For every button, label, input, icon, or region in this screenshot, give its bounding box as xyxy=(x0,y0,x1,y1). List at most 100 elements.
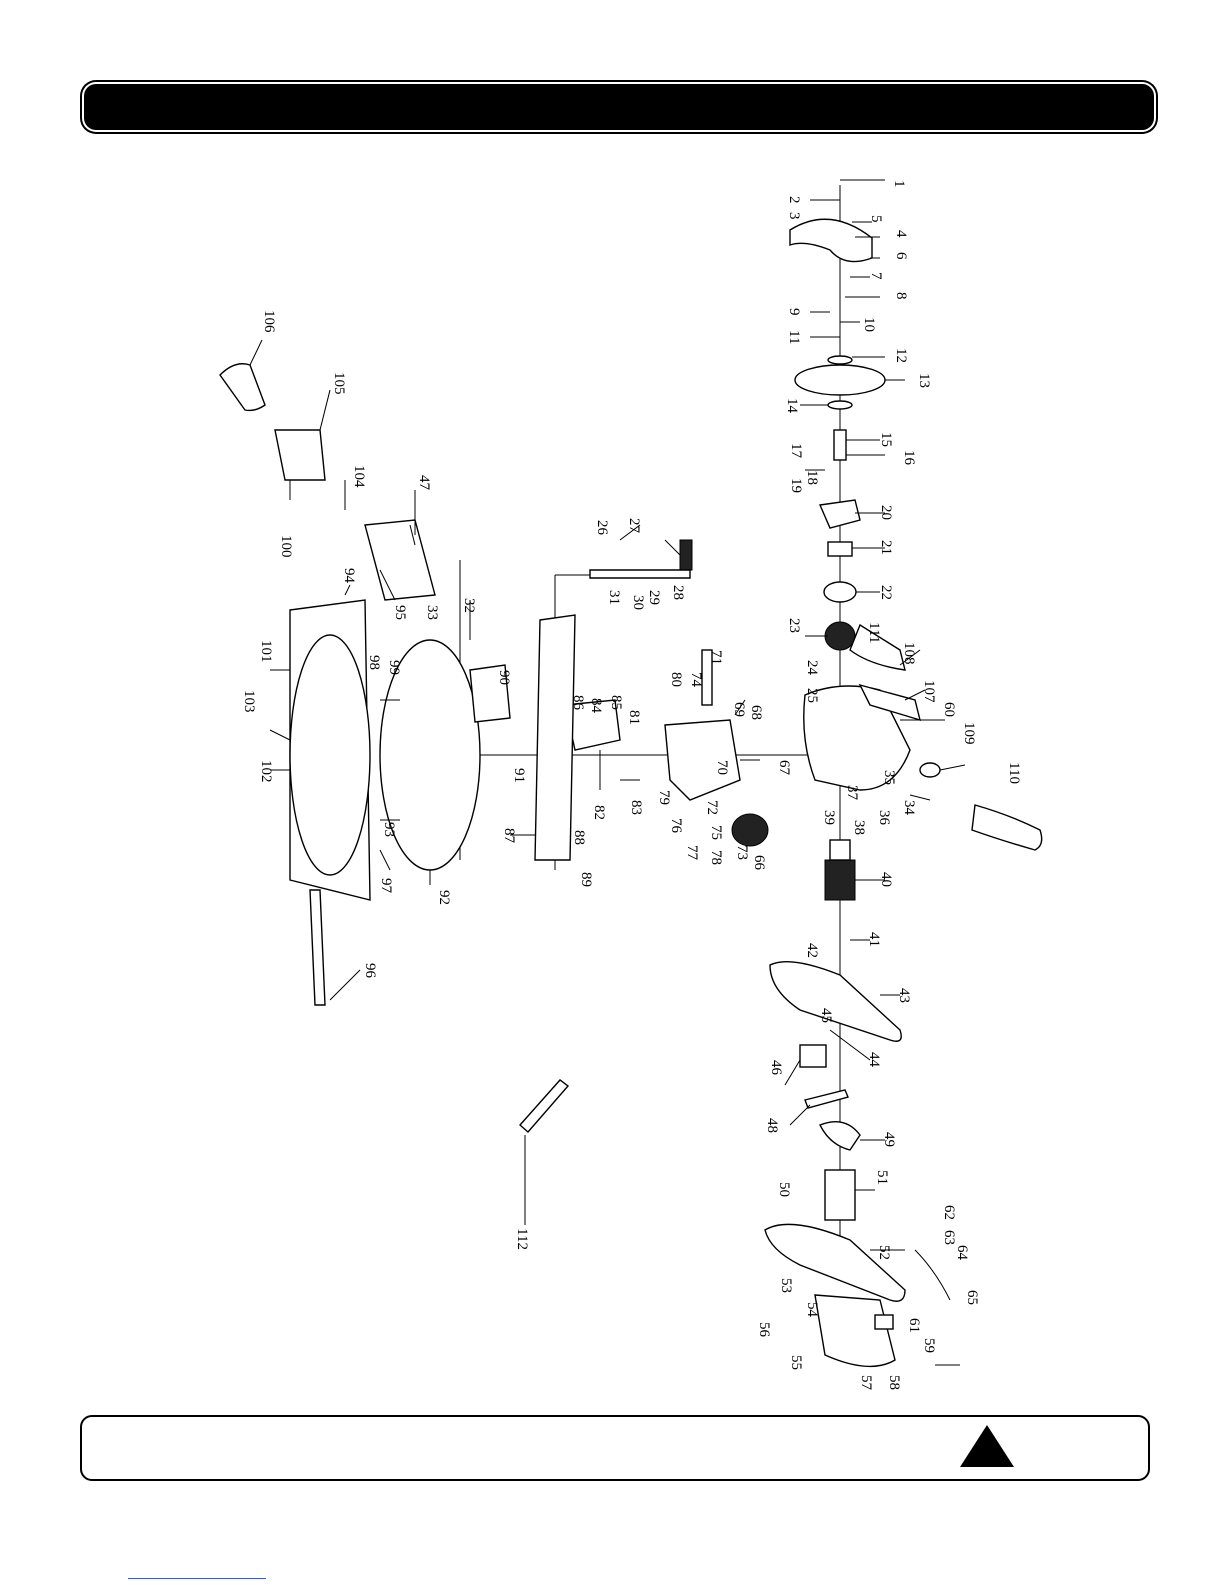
part-number-labels: 1 2 3 4 5 6 7 8 9 10 11 12 13 14 15 16 1… xyxy=(241,180,1022,1391)
part-label-103: 103 xyxy=(241,690,257,713)
part-label-11: 11 xyxy=(786,330,802,344)
part-label-112: 112 xyxy=(514,1228,530,1250)
motor-housing-52-part xyxy=(764,1223,906,1302)
wrench-112-part xyxy=(519,1079,570,1133)
knob-28-part xyxy=(679,539,693,571)
part-label-54: 54 xyxy=(804,1302,820,1318)
brush-48-part xyxy=(804,1089,849,1109)
part-label-105: 105 xyxy=(331,372,347,395)
part-label-20: 20 xyxy=(878,505,894,520)
part-label-2: 2 xyxy=(786,196,802,204)
part-label-98: 98 xyxy=(366,655,382,670)
part-label-75: 75 xyxy=(708,825,724,840)
part-label-8: 8 xyxy=(893,292,909,300)
part-label-95: 95 xyxy=(392,605,408,620)
part-label-24: 24 xyxy=(804,660,820,676)
part-label-17: 17 xyxy=(788,443,804,459)
part-label-88: 88 xyxy=(571,830,587,845)
switch-part xyxy=(799,1044,827,1068)
blade-cover-111-part xyxy=(849,623,906,671)
part-label-6: 6 xyxy=(893,252,909,260)
part-label-29: 29 xyxy=(646,590,662,605)
power-cord-part xyxy=(914,1249,951,1301)
footer-box xyxy=(80,1415,1150,1481)
part-label-40: 40 xyxy=(878,872,894,887)
part-label-102: 102 xyxy=(258,760,274,783)
part-label-23: 23 xyxy=(786,618,802,633)
arm-74-part xyxy=(664,719,741,801)
part-label-5: 5 xyxy=(868,215,884,223)
part-label-52: 52 xyxy=(876,1245,892,1260)
part-49 xyxy=(819,1121,861,1151)
part-label-76: 76 xyxy=(668,818,684,834)
part-label-35: 35 xyxy=(881,770,897,785)
fence-33-part xyxy=(364,519,436,601)
part-label-61: 61 xyxy=(906,1318,922,1333)
gear-22-part xyxy=(823,581,857,603)
part-label-12: 12 xyxy=(893,348,909,363)
part-label-82: 82 xyxy=(591,805,607,820)
rail-86-part xyxy=(534,614,576,861)
bottom-link-underline xyxy=(128,1578,266,1579)
part-label-99: 99 xyxy=(386,660,402,675)
part-label-31: 31 xyxy=(606,590,622,605)
part-label-28: 28 xyxy=(670,585,686,600)
part-label-79: 79 xyxy=(656,790,672,805)
part-label-9: 9 xyxy=(786,308,802,316)
part-label-89: 89 xyxy=(578,872,594,887)
part-label-108: 108 xyxy=(901,642,917,665)
part-label-21: 21 xyxy=(878,540,894,555)
saw-blade-part xyxy=(794,364,886,396)
part-label-101: 101 xyxy=(258,640,274,663)
blade-guard-part xyxy=(789,218,873,263)
field-coil-part xyxy=(824,1169,856,1221)
pin-71-part xyxy=(701,649,713,706)
part-label-63: 63 xyxy=(941,1230,957,1245)
part-label-111: 111 xyxy=(866,622,882,643)
rod-31-part xyxy=(589,569,691,579)
handle-110-part xyxy=(971,804,1043,851)
part-label-69: 69 xyxy=(731,702,747,717)
part-label-34: 34 xyxy=(901,800,917,816)
header-bar xyxy=(84,84,1154,130)
part-label-55: 55 xyxy=(788,1355,804,1370)
handle-106-part xyxy=(219,363,266,412)
armature-part xyxy=(824,859,856,901)
part-label-106: 106 xyxy=(261,310,277,333)
part-label-56: 56 xyxy=(756,1322,772,1338)
part-label-43: 43 xyxy=(896,988,912,1003)
part-label-37: 37 xyxy=(844,785,860,801)
part-label-48: 48 xyxy=(764,1118,780,1133)
part-label-59: 59 xyxy=(921,1338,937,1353)
part-label-36: 36 xyxy=(876,810,892,826)
part-label-46: 46 xyxy=(768,1060,784,1076)
part-label-49: 49 xyxy=(881,1132,897,1147)
part-label-22: 22 xyxy=(878,585,894,600)
part-label-93: 93 xyxy=(381,822,397,837)
part-90 xyxy=(469,664,511,723)
part-label-27: 27 xyxy=(626,518,642,534)
part-label-97: 97 xyxy=(378,878,394,894)
part-label-91: 91 xyxy=(511,768,527,783)
part-label-26: 26 xyxy=(594,520,610,536)
part-label-16: 16 xyxy=(901,450,917,466)
leader-lines xyxy=(249,179,966,1366)
plate-20-part xyxy=(818,499,861,529)
spindle-part xyxy=(833,429,847,461)
gear-23-part xyxy=(824,621,856,651)
part-label-107: 107 xyxy=(921,680,937,703)
part-label-78: 78 xyxy=(708,850,724,865)
part-label-19: 19 xyxy=(788,478,804,493)
part-label-32: 32 xyxy=(461,598,477,613)
part-label-18: 18 xyxy=(804,470,820,485)
part-label-45: 45 xyxy=(818,1008,834,1023)
part-label-38: 38 xyxy=(851,820,867,835)
part-label-80: 80 xyxy=(668,672,684,687)
part-label-44: 44 xyxy=(866,1052,882,1068)
knob-66-part xyxy=(731,813,769,847)
part-label-109: 109 xyxy=(961,722,977,745)
part-label-39: 39 xyxy=(821,810,837,825)
part-label-1: 1 xyxy=(891,180,907,188)
warning-triangle-icon xyxy=(960,1425,1014,1467)
